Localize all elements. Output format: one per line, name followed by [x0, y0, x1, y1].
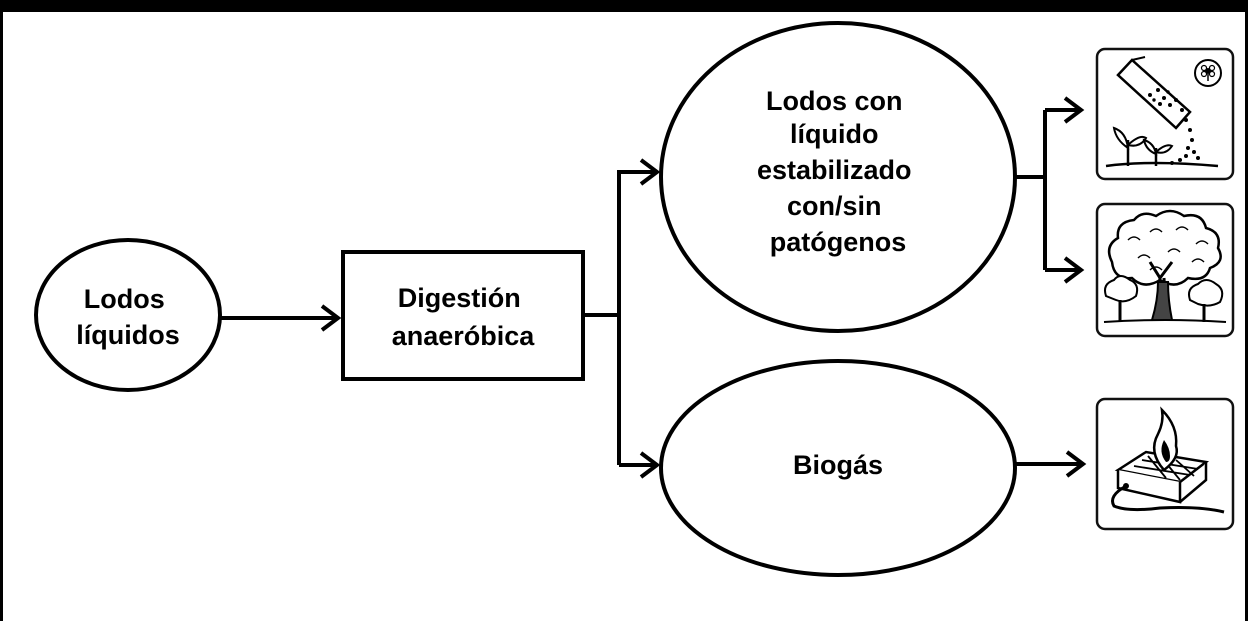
sludge-label-line-4: con/sin: [787, 191, 882, 221]
sludge-output-node: Lodos con líquido estabilizado con/sin p…: [659, 21, 1017, 333]
arrowhead-sludge: [639, 158, 661, 186]
connector-sludge-split: [1015, 110, 1047, 270]
arrowhead-process: [320, 304, 342, 332]
process-node-label: Digestión anaeróbica: [392, 283, 536, 351]
biogas-label-line-1: Biogás: [793, 450, 883, 480]
connector-process-to-split: [585, 170, 621, 465]
sludge-output-label: Lodos con líquido estabilizado con/sin p…: [757, 86, 919, 257]
input-ellipse: [34, 238, 222, 392]
process-label-line-1: Digestión: [398, 283, 521, 313]
process-node: Digestión anaeróbica: [341, 250, 585, 381]
process-box: [341, 250, 585, 381]
arrowhead-fertilizer: [1063, 96, 1085, 124]
fertilizer-spreading-icon: [1095, 47, 1235, 181]
biogas-output-node: Biogás: [659, 359, 1017, 577]
top-border: [0, 0, 1248, 12]
process-label-line-2: anaeróbica: [392, 321, 536, 351]
sludge-label-line-1: Lodos con: [766, 86, 903, 116]
sludge-label-line-2: líquido: [790, 119, 878, 149]
arrowhead-trees: [1063, 256, 1085, 284]
biogas-output-label: Biogás: [793, 450, 883, 480]
left-border: [0, 0, 3, 621]
arrowhead-biogas: [639, 451, 661, 479]
arrowhead-burner: [1065, 450, 1087, 478]
right-border: [1245, 0, 1248, 621]
input-label-line-1: Lodos: [84, 284, 165, 314]
input-label-line-2: líquidos: [76, 320, 180, 350]
sludge-label-line-5: patógenos: [770, 227, 907, 257]
input-node-label: Lodos líquidos: [76, 284, 180, 350]
biogas-output-ellipse: [659, 359, 1017, 577]
gas-burner-icon: [1095, 397, 1235, 531]
input-node: Lodos líquidos: [34, 238, 222, 392]
sludge-label-line-3: estabilizado: [757, 155, 912, 185]
trees-forestry-icon: [1095, 202, 1235, 338]
